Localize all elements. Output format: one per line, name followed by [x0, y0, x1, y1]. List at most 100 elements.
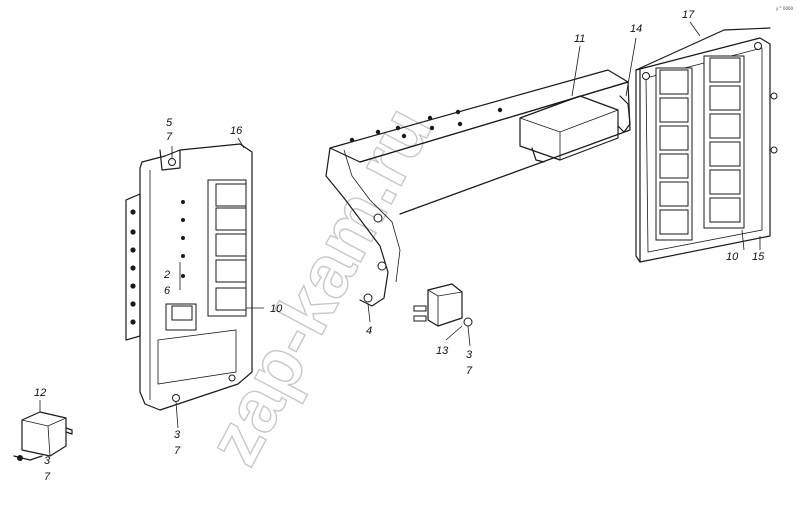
- label-3: 3: [174, 429, 181, 441]
- panel-screw: [642, 72, 650, 80]
- left-bracket-tab: [159, 149, 181, 171]
- screw-bottom-right: [228, 374, 236, 382]
- relay-right-b2: [709, 85, 741, 111]
- relay-12: [13, 400, 73, 461]
- leader-10b: [741, 229, 745, 251]
- flange-hole: [130, 247, 136, 253]
- beam-end-plate: [325, 147, 389, 307]
- label-3: 3: [466, 349, 473, 361]
- relay-right-a3: [659, 125, 689, 151]
- beam-hole: [349, 137, 355, 143]
- relay-left-4: [215, 259, 247, 283]
- beam-hole: [455, 109, 461, 115]
- plate-hole: [181, 218, 185, 222]
- relay-right-b3: [709, 113, 741, 139]
- beam-end-inner: [343, 149, 401, 283]
- leader-16: [237, 137, 245, 149]
- relay-13-pin: [413, 315, 427, 322]
- relay-left-1: [215, 183, 247, 207]
- flange-hole: [130, 301, 136, 307]
- flange-hole: [130, 265, 136, 271]
- plate-hole: [181, 254, 185, 258]
- relay-left-2: [215, 207, 247, 231]
- relay-13-body: [427, 283, 463, 327]
- flange-hole: [130, 319, 136, 325]
- clamp-14-body: [617, 95, 631, 133]
- relay-13: [413, 283, 473, 347]
- panel-screw: [754, 42, 762, 50]
- beam-hole: [429, 125, 435, 131]
- relay-12-edges: [21, 417, 67, 457]
- label-13: 13: [436, 345, 449, 357]
- relay-12-bracket: [13, 455, 43, 461]
- label-3: 3: [44, 455, 51, 467]
- leader-3-7: [175, 401, 179, 429]
- beam-hole: [497, 107, 503, 113]
- label-7: 7: [174, 445, 181, 457]
- relay-right-a2: [659, 97, 689, 123]
- left-bracket-assembly: [125, 137, 264, 429]
- unit-11-pin: [531, 147, 545, 163]
- end-plate-screw: [373, 213, 383, 223]
- bracket-cutout: [157, 329, 237, 385]
- plate-hole: [181, 236, 185, 240]
- relay-right-b5: [709, 169, 741, 195]
- channel-beam: [325, 69, 631, 323]
- label-10-left: 10: [270, 303, 283, 315]
- label-5: 5: [166, 117, 173, 129]
- beam-hole: [401, 133, 407, 139]
- label-11: 11: [574, 33, 585, 45]
- right-panel-assembly: [635, 21, 778, 263]
- left-side-flange: [125, 193, 141, 341]
- callout-labels: 5 7 16 2 6 10 3 7 12 3 7 4 13 3 7 11 14 …: [34, 6, 794, 483]
- beam-hole: [395, 125, 401, 131]
- clamp-14: [617, 37, 637, 133]
- relay-right-b6: [709, 197, 741, 223]
- label-15: 15: [752, 251, 765, 263]
- label-6: 6: [164, 285, 171, 297]
- label-17: 17: [682, 9, 695, 21]
- plate-hole: [181, 274, 185, 278]
- panel-screw: [770, 146, 778, 154]
- relay-13-screw: [463, 317, 473, 327]
- label-7: 7: [166, 131, 173, 143]
- beam-web: [359, 81, 631, 215]
- label-10-right: 10: [726, 251, 739, 263]
- label-12: 12: [34, 387, 46, 399]
- small-relay-cap: [171, 305, 193, 321]
- leader-3-7-13: [467, 325, 471, 347]
- label-2: 2: [163, 269, 170, 281]
- relay-13-pin: [413, 305, 427, 312]
- relay-right-a5: [659, 181, 689, 207]
- label-4: 4: [366, 325, 372, 337]
- label-7: 7: [466, 365, 473, 377]
- right-panel-top-flange: [635, 27, 771, 71]
- relay-left-3: [215, 233, 247, 257]
- relay-right-b1: [709, 57, 741, 83]
- relay-right-a6: [659, 209, 689, 235]
- leader-13: [445, 325, 463, 341]
- beam-hole: [375, 129, 381, 135]
- unit-11-edges: [519, 109, 619, 160]
- relay-12-terminal: [65, 427, 73, 435]
- label-16: 16: [230, 125, 243, 137]
- end-plate-screw: [377, 261, 387, 271]
- flange-hole: [130, 209, 136, 215]
- beam-hole: [427, 115, 433, 121]
- corner-mark: y’° 0000: [776, 6, 794, 11]
- beam-hole: [457, 121, 463, 127]
- flange-hole: [130, 229, 136, 235]
- end-plate-screw: [363, 293, 373, 303]
- leader-14: [625, 37, 637, 97]
- relay-12-body: [21, 411, 67, 457]
- relay-right-a1: [659, 69, 689, 95]
- relay-13-edges: [427, 289, 463, 326]
- left-bracket-plate: [139, 143, 253, 411]
- right-panel-plate: [635, 37, 771, 263]
- panel-screw: [770, 92, 778, 100]
- screw-bottom-left: [172, 394, 180, 402]
- leader-4: [367, 303, 371, 323]
- leader-11: [571, 45, 581, 97]
